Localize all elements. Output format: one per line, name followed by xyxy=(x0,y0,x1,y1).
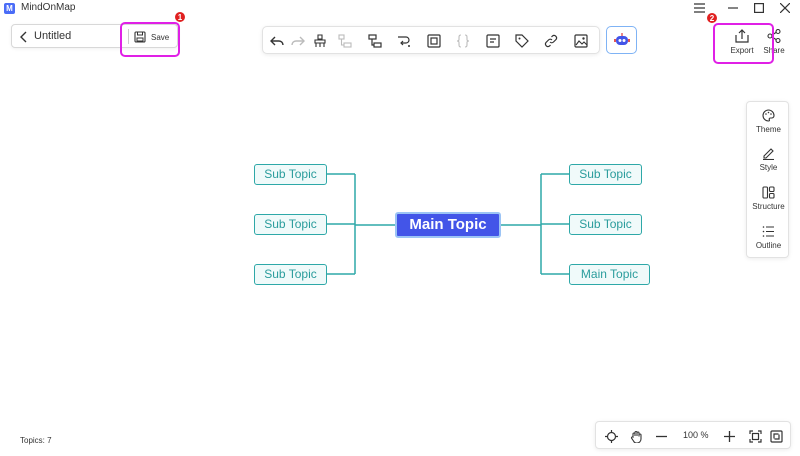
palette-icon xyxy=(762,109,775,122)
summary-brace-icon xyxy=(456,34,470,48)
maximize-icon[interactable] xyxy=(751,1,767,15)
document-title[interactable]: Untitled xyxy=(34,30,72,42)
export-icon xyxy=(735,29,749,43)
zoom-bar: 100 % xyxy=(595,421,791,449)
outline-button[interactable]: Outline xyxy=(747,225,790,250)
left-topic-node[interactable]: Sub Topic xyxy=(254,264,327,285)
main-topic-node[interactable]: Main Topic xyxy=(395,212,501,238)
format-painter-button[interactable] xyxy=(312,33,328,49)
redo-icon xyxy=(291,36,305,46)
image-button[interactable] xyxy=(573,33,589,49)
undo-icon xyxy=(270,36,284,46)
plus-icon xyxy=(723,430,735,442)
highlight-export xyxy=(713,23,774,64)
back-button[interactable] xyxy=(18,30,30,43)
app-logo: M xyxy=(4,3,15,14)
export-label: Export xyxy=(730,46,754,55)
fullscreen-button[interactable] xyxy=(768,428,784,444)
left-topic-node[interactable]: Sub Topic xyxy=(254,164,327,185)
tag-icon xyxy=(515,34,529,48)
tag-button[interactable] xyxy=(514,33,530,49)
pen-icon xyxy=(763,148,774,160)
divider xyxy=(128,29,129,44)
file-header: Untitled Save xyxy=(11,24,178,48)
save-button[interactable]: Save xyxy=(134,29,169,45)
insert-subtopic-button[interactable] xyxy=(337,33,353,49)
image-icon xyxy=(574,34,588,48)
highlight-save xyxy=(120,22,180,57)
hand-icon xyxy=(630,430,642,443)
boundary-icon xyxy=(427,34,441,48)
theme-button[interactable]: Theme xyxy=(747,109,790,134)
structure-button[interactable]: Structure xyxy=(747,186,790,211)
zoom-out-button[interactable] xyxy=(653,428,669,444)
chevron-left-icon xyxy=(20,31,27,43)
right-topic-node[interactable]: Sub Topic xyxy=(569,214,642,235)
fit-screen-icon xyxy=(748,429,762,443)
minimize-icon[interactable] xyxy=(725,1,741,15)
insert-topic-icon xyxy=(368,34,382,48)
title-bar: M MindOnMap xyxy=(0,0,800,17)
locate-center-button[interactable] xyxy=(603,428,619,444)
structure-icon xyxy=(762,186,775,199)
insert-subtopic-icon xyxy=(338,34,352,48)
save-label: Save xyxy=(151,32,170,42)
zoom-level: 100 % xyxy=(683,430,709,440)
style-button[interactable]: Style xyxy=(747,147,790,172)
menu-icon[interactable] xyxy=(691,1,707,15)
relationship-button[interactable] xyxy=(396,33,412,49)
fit-to-screen-button[interactable] xyxy=(747,428,763,444)
hand-tool-button[interactable] xyxy=(628,428,644,444)
topics-count: Topics: 7 xyxy=(20,436,52,445)
note-icon xyxy=(486,34,500,48)
structure-label: Structure xyxy=(752,202,785,211)
outline-label: Outline xyxy=(755,241,782,250)
link-icon xyxy=(544,34,558,48)
close-icon[interactable] xyxy=(777,1,793,15)
relationship-icon xyxy=(398,36,410,47)
export-button[interactable]: Export xyxy=(724,29,760,55)
main-toolbar xyxy=(262,26,600,54)
redo-button[interactable] xyxy=(290,33,306,49)
undo-button[interactable] xyxy=(269,33,285,49)
crosshair-icon xyxy=(604,429,618,443)
theme-label: Theme xyxy=(756,125,781,134)
outline-list-icon xyxy=(762,226,774,237)
left-topic-node[interactable]: Sub Topic xyxy=(254,214,327,235)
robot-icon xyxy=(613,33,630,45)
fullscreen-icon xyxy=(769,429,783,443)
insert-topic-button[interactable] xyxy=(367,33,383,49)
step-badge-2: 2 xyxy=(706,12,718,24)
format-painter-icon xyxy=(314,34,326,47)
app-title: MindOnMap xyxy=(21,2,76,13)
summary-button[interactable] xyxy=(455,33,471,49)
minus-icon xyxy=(655,435,667,437)
link-button[interactable] xyxy=(543,33,559,49)
side-panel: Theme Style Structure Outline xyxy=(746,101,789,258)
zoom-in-button[interactable] xyxy=(721,428,737,444)
note-button[interactable] xyxy=(485,33,501,49)
ai-assistant-button[interactable] xyxy=(606,26,637,54)
right-topic-node[interactable]: Main Topic xyxy=(569,264,650,285)
save-icon xyxy=(134,31,146,43)
right-topic-node[interactable]: Sub Topic xyxy=(569,164,642,185)
step-badge-1: 1 xyxy=(174,11,186,23)
style-label: Style xyxy=(759,163,778,172)
boundary-button[interactable] xyxy=(426,33,442,49)
